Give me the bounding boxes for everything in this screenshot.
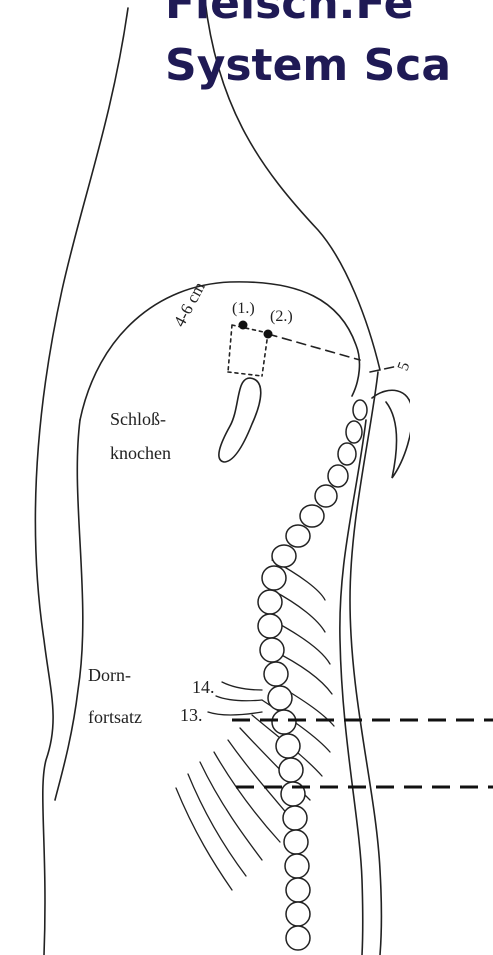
spinous-process-label-line1: Dorn- bbox=[88, 664, 131, 687]
point-2-label: (2.) bbox=[270, 305, 293, 328]
slide-title-line2: System Sca bbox=[165, 44, 451, 88]
rib-13-label: 13. bbox=[180, 704, 203, 727]
slide-title-line1: Fleisch.Fe bbox=[165, 0, 414, 26]
hip-bone-label-line2: knochen bbox=[110, 442, 171, 465]
point-1-label: (1.) bbox=[232, 297, 255, 320]
hip-bone-label-line1: Schloß- bbox=[110, 408, 166, 431]
spinous-process-label-line2: fortsatz bbox=[88, 706, 142, 729]
rib-14-label: 14. bbox=[192, 676, 215, 699]
